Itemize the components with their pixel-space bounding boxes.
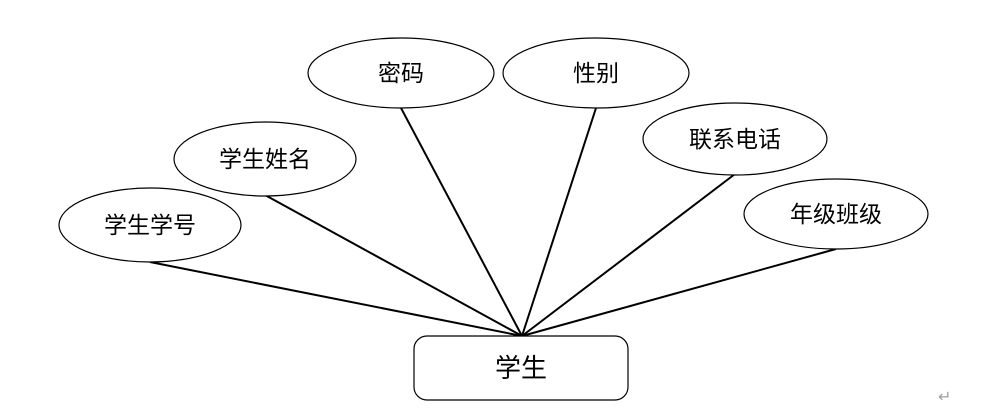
attribute-gender: 性别 bbox=[502, 37, 690, 109]
paragraph-mark-icon: ↵ bbox=[938, 387, 951, 406]
connector-student-name bbox=[264, 194, 523, 337]
attribute-label: 年级班级 bbox=[790, 202, 882, 228]
entity-student: 学生 bbox=[413, 335, 629, 401]
attribute-phone: 联系电话 bbox=[642, 102, 828, 176]
attribute-password: 密码 bbox=[307, 37, 495, 109]
entity-box bbox=[413, 335, 629, 401]
attribute-ellipse bbox=[58, 187, 242, 263]
attribute-ellipse bbox=[307, 37, 495, 109]
connector-student-id bbox=[149, 261, 523, 337]
connector-password bbox=[400, 107, 523, 337]
attribute-ellipse bbox=[642, 102, 828, 176]
attribute-label: 性别 bbox=[573, 61, 619, 87]
connectors bbox=[149, 107, 837, 337]
attribute-student-name: 学生姓名 bbox=[173, 121, 357, 197]
attribute-label: 学生姓名 bbox=[219, 147, 311, 173]
attribute-ellipse bbox=[743, 178, 929, 250]
attribute-ellipse bbox=[173, 121, 357, 197]
entity-label: 学生 bbox=[495, 354, 547, 384]
connector-gender bbox=[521, 107, 597, 337]
attribute-ellipse bbox=[502, 37, 690, 109]
attribute-label: 联系电话 bbox=[689, 127, 781, 153]
attribute-grade-class: 年级班级 bbox=[743, 178, 929, 250]
attribute-label: 密码 bbox=[378, 61, 424, 87]
connector-grade-class bbox=[521, 248, 837, 337]
attribute-label: 学生学号 bbox=[104, 213, 196, 239]
connector-phone bbox=[521, 173, 736, 337]
attribute-student-id: 学生学号 bbox=[58, 187, 242, 263]
